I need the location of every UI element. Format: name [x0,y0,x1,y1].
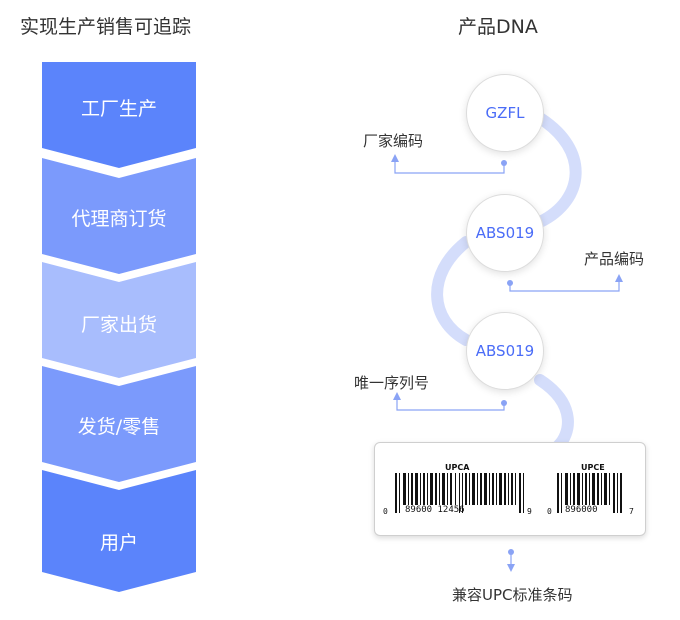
connector-manufacturer-code [391,154,507,174]
flow-step-shipment: 厂家出货 [42,262,196,378]
barcode-card: UPCA 0 89600 12456 9 UPCE [374,442,646,536]
upce-right-digit: 7 [629,507,634,516]
connector-serial-number [393,392,507,411]
label-manufacturer-code: 厂家编码 [363,132,424,150]
label-serial-number: 唯一序列号 [354,374,430,392]
upca-title: UPCA [445,463,470,472]
flow-step-shape [42,62,196,168]
flow-step-retail: 发货/零售 [42,366,196,482]
flow-step-shape [42,158,196,274]
dna-node-serial: ABS019 [466,312,544,390]
upce-digits: 896000 [565,505,598,515]
left-title: 实现生产销售可追踪 [20,16,192,38]
flow-step-user: 用户 [42,470,196,592]
upca-digits: 89600 12456 [405,505,465,515]
flow-step-shape [42,262,196,378]
upca-right-digit: 9 [527,507,532,516]
right-title: 产品DNA [458,16,538,38]
flow-step-factory: 工厂生产 [42,62,196,168]
upce-left-digit: 0 [547,507,552,516]
upce-title: UPCE [581,463,605,472]
upce-barcode-icon [557,473,622,513]
flow-step-label: 厂家出货 [80,314,157,336]
dna-strand [431,112,582,452]
process-flow: 工厂生产 代理商订货 厂家出货 发货/零售 用户 [42,62,196,592]
flow-step-label: 用户 [99,532,138,554]
upca-left-digit: 0 [383,507,388,516]
connector-product-code [507,274,623,292]
label-compatible-upc: 兼容UPC标准条码 [452,586,573,604]
flow-step-agent-order: 代理商订货 [42,158,196,274]
connector-compatible [507,549,515,572]
dna-node-manufacturer: GZFL [466,74,544,152]
label-product-code: 产品编码 [584,250,645,268]
dna-node-product: ABS019 [466,194,544,272]
flow-step-shape [42,470,196,592]
flow-step-label: 工厂生产 [80,98,157,120]
flow-step-label: 代理商订货 [71,208,167,230]
upca-barcode-icon [395,473,524,513]
flow-step-label: 发货/零售 [77,416,161,438]
flow-step-shape [42,366,196,482]
